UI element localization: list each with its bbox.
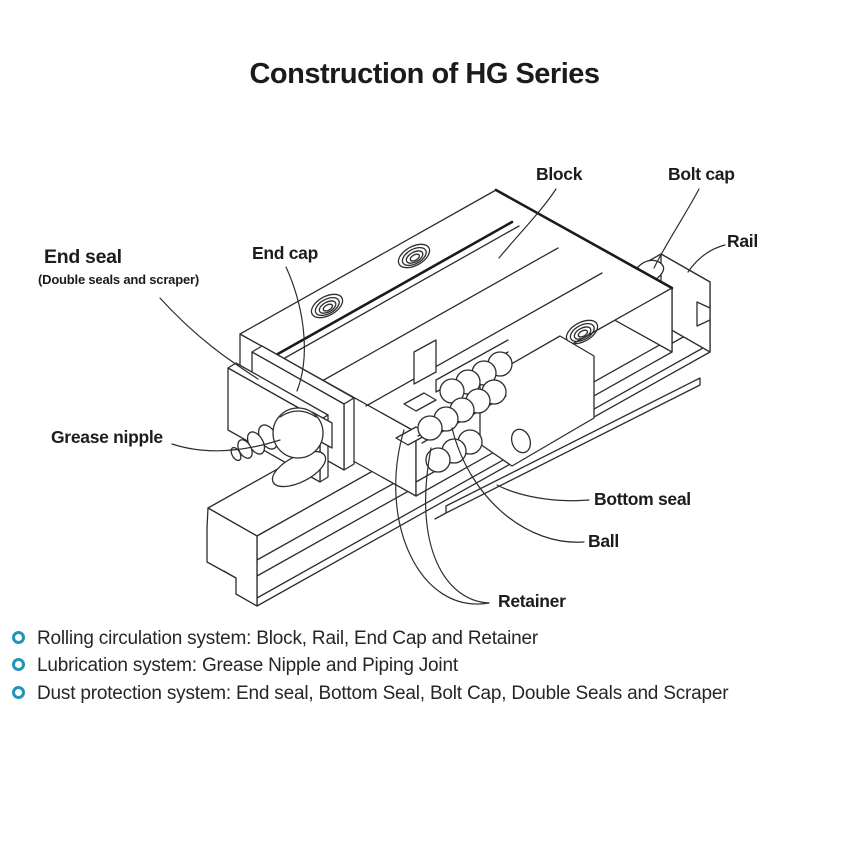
rail-label: Rail bbox=[727, 231, 758, 251]
bullet-circle-icon bbox=[12, 658, 25, 671]
block-label: Block bbox=[536, 164, 583, 184]
legend-item-text: Dust protection system: End seal, Bottom… bbox=[37, 683, 729, 704]
end-seal-label: End seal bbox=[44, 246, 122, 268]
grease-nipple-drawing bbox=[230, 407, 333, 488]
balls-drawing bbox=[417, 351, 513, 473]
bullet-circle-icon bbox=[12, 686, 25, 699]
end-cap-label: End cap bbox=[252, 243, 318, 263]
bottom-seal-drawing bbox=[434, 377, 701, 520]
legend-item-text: Rolling circulation system: Block, Rail,… bbox=[37, 628, 539, 649]
legend-item-dust: Dust protection system: End seal, Bottom… bbox=[0, 683, 849, 707]
retainer-label: Retainer bbox=[498, 591, 566, 611]
block-hole-2 bbox=[397, 243, 431, 269]
end-seal-note: (Double seals and scraper) bbox=[38, 272, 199, 287]
ball-label: Ball bbox=[588, 531, 619, 551]
legend-item-text: Lubrication system: Grease Nipple and Pi… bbox=[37, 655, 458, 676]
bolt-cap-label: Bolt cap bbox=[668, 164, 735, 184]
legend-item-rolling: Rolling circulation system: Block, Rail,… bbox=[0, 628, 849, 652]
leader-lines bbox=[159, 188, 726, 605]
bullet-circle-icon bbox=[12, 631, 25, 644]
legend-item-lubrication: Lubrication system: Grease Nipple and Pi… bbox=[0, 655, 849, 679]
block-hole-1 bbox=[310, 293, 344, 319]
page-title: Construction of HG Series bbox=[249, 58, 600, 90]
bottom-seal-label: Bottom seal bbox=[594, 489, 691, 509]
grease-nipple-label: Grease nipple bbox=[51, 427, 163, 447]
